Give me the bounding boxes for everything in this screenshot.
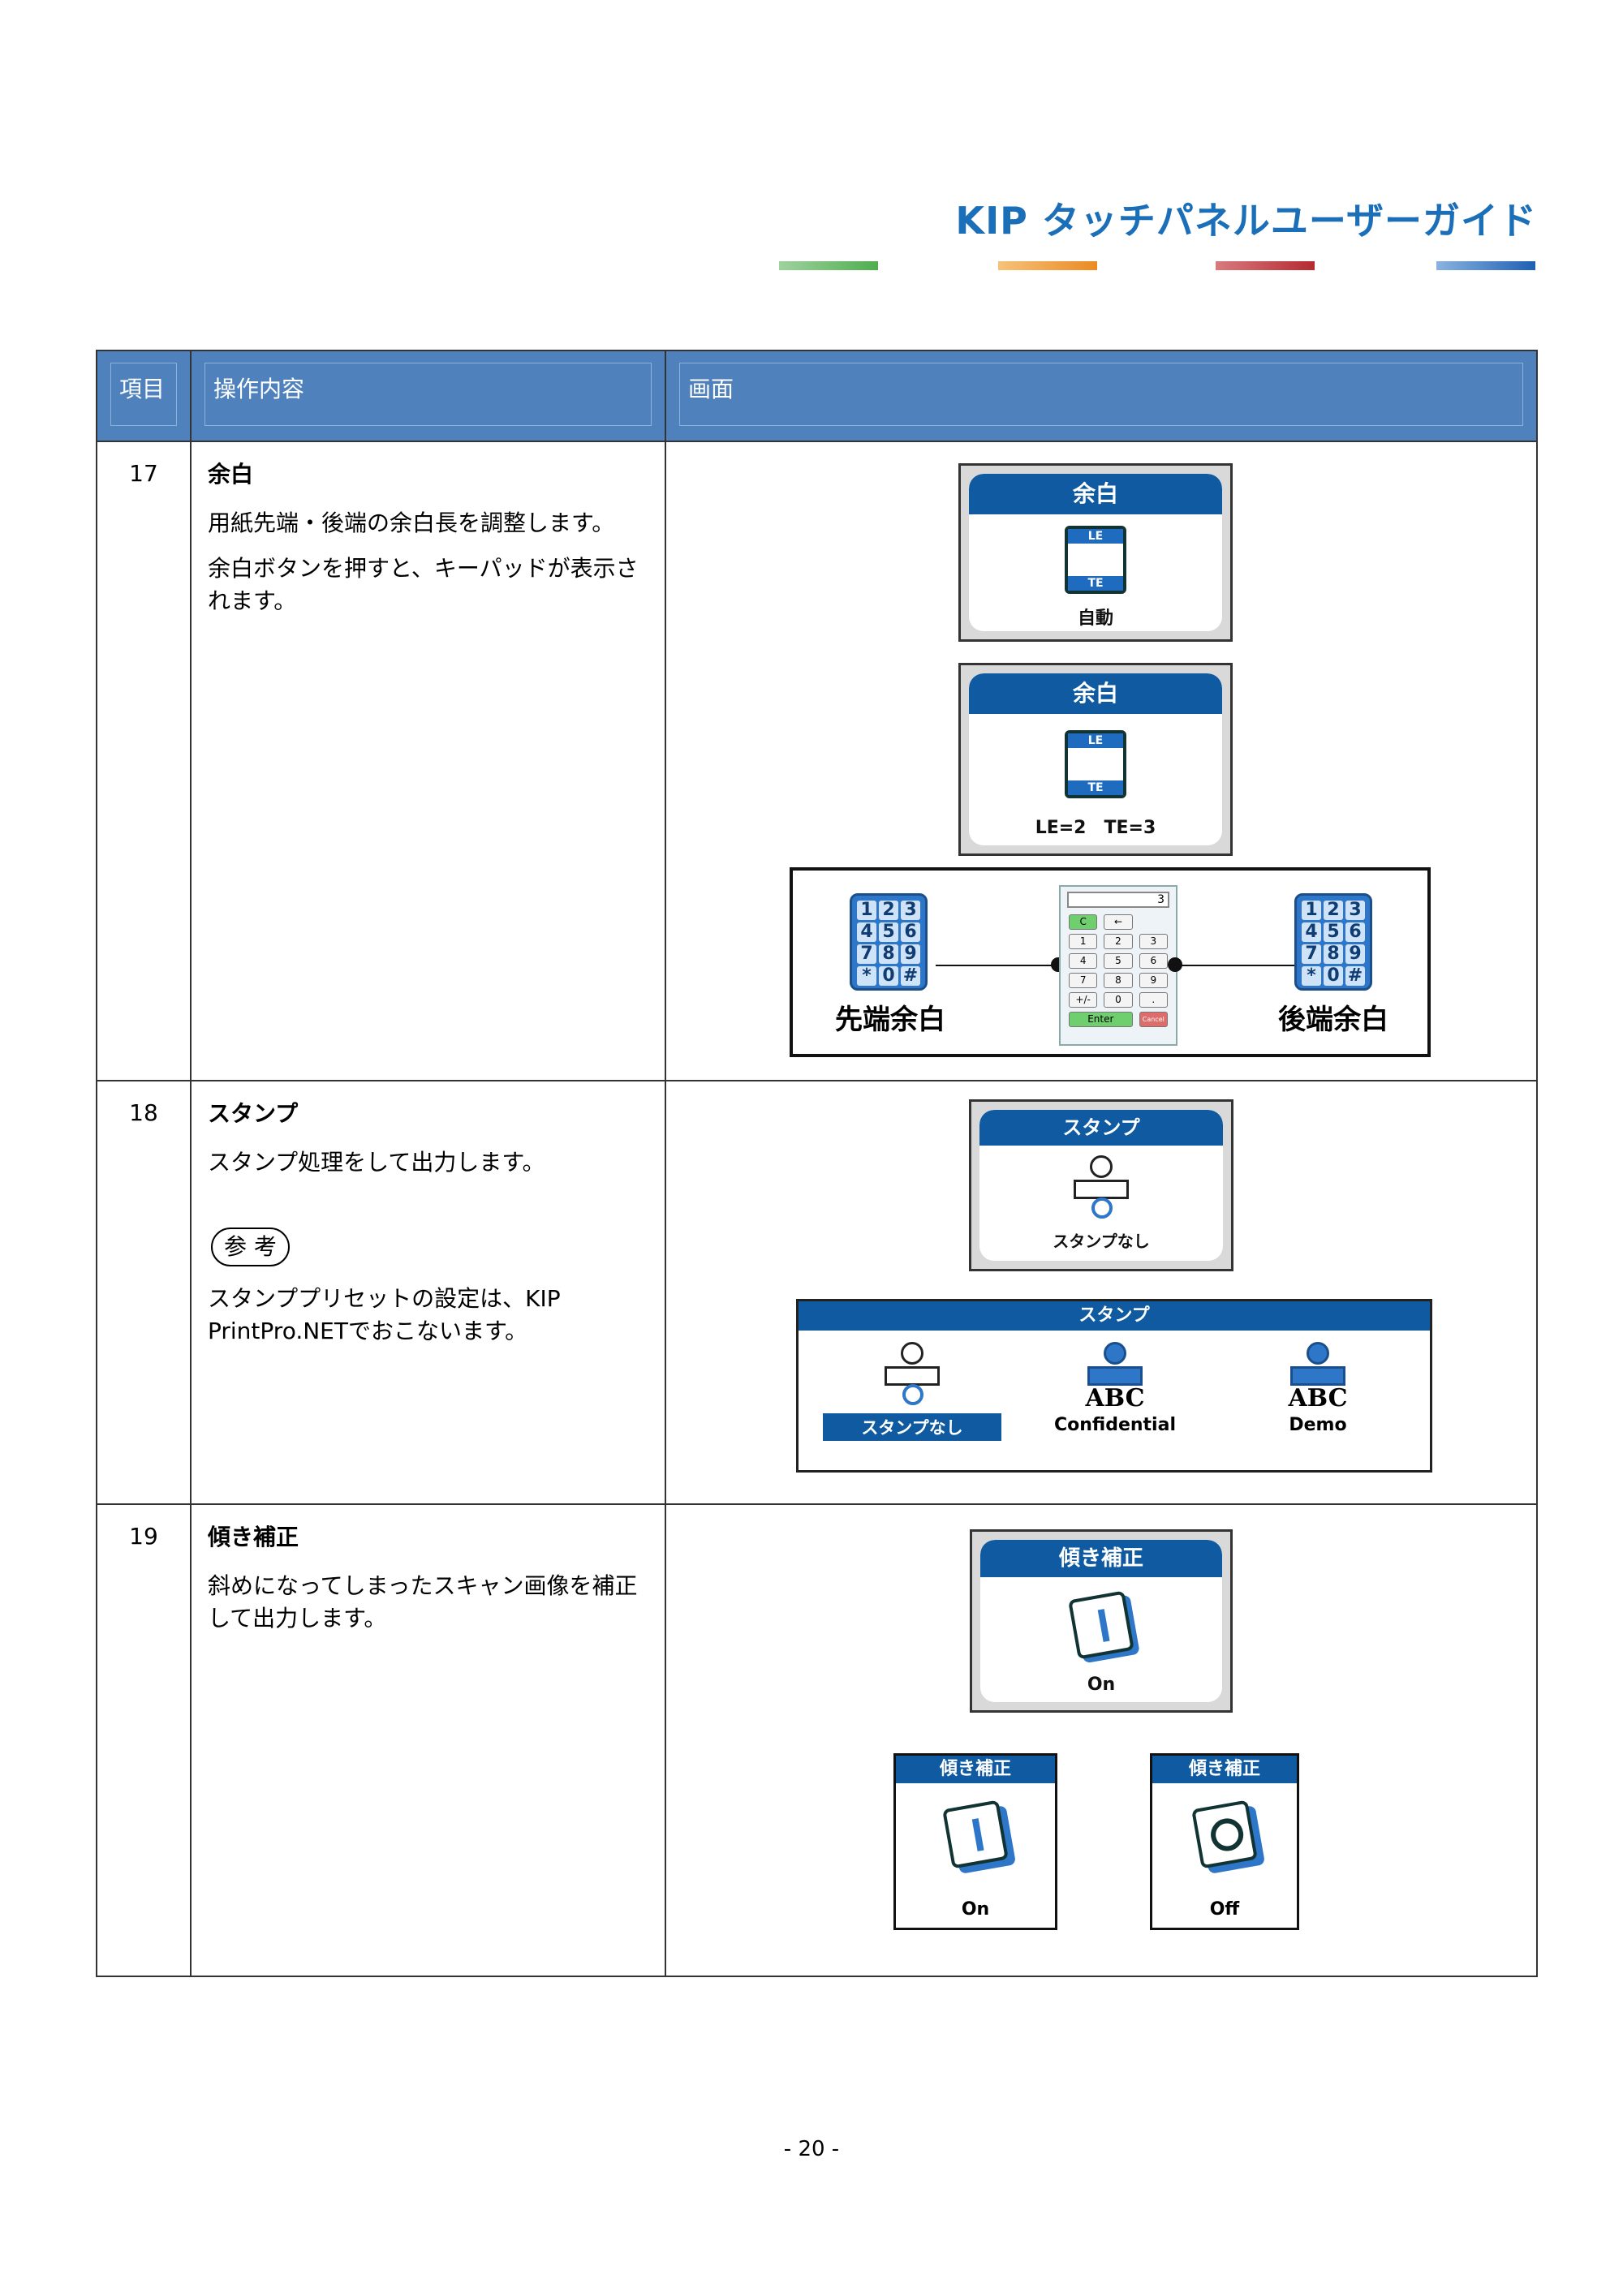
digit-key[interactable]: 0	[1104, 992, 1133, 1008]
panel-title: 傾き補正	[980, 1540, 1222, 1577]
row-screen: 傾き補正 On 傾き補正 On 傾き補正	[665, 1503, 1538, 1977]
operation-table: 項目 操作内容 画面 17 余白 用紙先端・後端の余白長を調整します。 余白ボタ…	[96, 350, 1538, 1977]
panel-value-label: On	[1087, 1675, 1116, 1695]
confidential-stamp-icon: ABC	[1083, 1342, 1147, 1412]
row-number: 19	[96, 1503, 192, 1977]
decimal-key[interactable]: .	[1139, 992, 1168, 1008]
stamp-option-label: Demo	[1289, 1415, 1347, 1435]
page-number: - 20 -	[783, 2137, 840, 2161]
digit-key[interactable]: 3	[1139, 934, 1168, 949]
button-title: 傾き補正	[896, 1756, 1055, 1783]
no-stamp-icon	[1069, 1155, 1134, 1220]
skew-on-button[interactable]: 傾き補正 On	[893, 1753, 1057, 1930]
stamp-selection-bar: スタンプ スタンプなし ABC Confidential ABC Demo	[796, 1299, 1432, 1473]
column-header-screen: 画面	[665, 350, 1538, 442]
keypad-display: 3	[1067, 892, 1169, 908]
stamp-panel[interactable]: スタンプ スタンプなし	[969, 1099, 1233, 1271]
table-row: 18 スタンプ スタンプ処理をして出力します。 参 考 スタンププリセットの設定…	[96, 1080, 1538, 1505]
enter-key[interactable]: Enter	[1069, 1012, 1133, 1027]
stamp-bar-title: スタンプ	[799, 1301, 1430, 1331]
digit-key[interactable]: 8	[1104, 973, 1133, 988]
connector-line	[1174, 965, 1296, 966]
panel-value-label: 自動	[1077, 608, 1113, 629]
numeric-keypad[interactable]: 3 C ← 1 2 3 4 5 6 7 8	[1059, 885, 1177, 1046]
demo-stamp-icon: ABC	[1285, 1342, 1350, 1412]
stamp-option-none[interactable]: スタンプなし	[823, 1342, 1001, 1441]
row-description: 余白 用紙先端・後端の余白長を調整します。 余白ボタンを押すと、キーパッドが表示…	[190, 441, 666, 1081]
cancel-key[interactable]: Cancel	[1139, 1012, 1168, 1027]
digit-key[interactable]: 5	[1104, 953, 1133, 969]
margin-document-icon: LE TE	[1065, 730, 1126, 798]
accent-bar-blue	[1436, 261, 1535, 270]
skew-on-icon	[1066, 1590, 1136, 1660]
stamp-option-label: スタンプなし	[823, 1413, 1001, 1441]
button-value-label: On	[961, 1899, 990, 1920]
row-title: 傾き補正	[208, 1524, 299, 1550]
description-line: スタンプ処理をして出力します。	[208, 1149, 545, 1176]
connector-line	[936, 965, 1057, 966]
panel-value-label: LE=2 TE=3	[1035, 818, 1156, 838]
column-header-item: 項目	[96, 350, 192, 442]
margin-panel-values[interactable]: 余白 LE TE LE=2 TE=3	[958, 663, 1233, 856]
row-description: スタンプ スタンプ処理をして出力します。 参 考 スタンププリセットの設定は、K…	[190, 1080, 666, 1505]
row-screen: 余白 LE TE 自動 余白 LE TE	[665, 441, 1538, 1081]
button-value-label: Off	[1209, 1899, 1240, 1920]
row-number: 18	[96, 1080, 192, 1505]
digit-key[interactable]: 7	[1069, 973, 1098, 988]
reference-badge: 参 考	[211, 1228, 290, 1266]
digit-key[interactable]: 4	[1069, 953, 1098, 969]
button-title: 傾き補正	[1152, 1756, 1297, 1783]
leading-margin-label: 先端余白	[835, 1004, 945, 1036]
digit-key[interactable]: 2	[1104, 934, 1133, 949]
reference-note: スタンププリセットの設定は、KIP PrintPro.NETでおこないます。	[208, 1285, 561, 1344]
backspace-key[interactable]: ←	[1104, 914, 1133, 930]
digit-key[interactable]: 1	[1069, 934, 1098, 949]
accent-bar-green	[779, 261, 878, 270]
row-description: 傾き補正 斜めになってしまったスキャン画像を補正して出力します。	[190, 1503, 666, 1977]
skew-off-button[interactable]: 傾き補正 Off	[1150, 1753, 1299, 1930]
skew-off-icon	[1190, 1799, 1259, 1869]
digit-key[interactable]: 6	[1139, 953, 1168, 969]
stamp-option-demo[interactable]: ABC Demo	[1237, 1342, 1399, 1437]
description-line: 用紙先端・後端の余白長を調整します。	[208, 510, 615, 536]
clear-key[interactable]: C	[1069, 914, 1098, 930]
margin-document-icon: LE TE	[1065, 526, 1126, 594]
description-line: 余白ボタンを押すと、キーパッドが表示されます。	[208, 555, 639, 614]
accent-bar-orange	[998, 261, 1097, 270]
skew-correction-panel[interactable]: 傾き補正 On	[970, 1529, 1233, 1713]
column-header-operation: 操作内容	[190, 350, 666, 442]
stamp-option-confidential[interactable]: ABC Confidential	[1034, 1342, 1196, 1437]
row-title: スタンプ	[208, 1100, 299, 1127]
table-row: 19 傾き補正 斜めになってしまったスキャン画像を補正して出力します。 傾き補正…	[96, 1503, 1538, 1977]
trailing-margin-label: 後端余白	[1278, 1004, 1388, 1036]
keypad-keys: C ← 1 2 3 4 5 6 7 8 9 +/-	[1069, 914, 1168, 1027]
skew-on-icon	[941, 1799, 1010, 1869]
accent-bar-red	[1216, 261, 1315, 270]
no-stamp-icon	[880, 1342, 945, 1407]
table-header-row: 項目 操作内容 画面	[96, 350, 1538, 442]
panel-title: 余白	[969, 673, 1222, 714]
sign-key[interactable]: +/-	[1069, 992, 1098, 1008]
row-number: 17	[96, 441, 192, 1081]
row-title: 余白	[208, 461, 254, 488]
row-screen: スタンプ スタンプなし スタンプ スタンプなし ABC	[665, 1080, 1538, 1505]
panel-value-label: スタンプなし	[1053, 1232, 1150, 1251]
margin-panel-auto[interactable]: 余白 LE TE 自動	[958, 463, 1233, 642]
panel-title: 余白	[969, 474, 1222, 514]
digit-key[interactable]: 9	[1139, 973, 1168, 988]
description-line: 斜めになってしまったスキャン画像を補正して出力します。	[208, 1572, 638, 1632]
panel-title: スタンプ	[979, 1110, 1223, 1146]
stamp-option-label: Confidential	[1053, 1415, 1176, 1435]
table-row: 17 余白 用紙先端・後端の余白長を調整します。 余白ボタンを押すと、キーパッド…	[96, 441, 1538, 1081]
page-header-title: KIP タッチパネルユーザーガイド	[955, 199, 1537, 243]
